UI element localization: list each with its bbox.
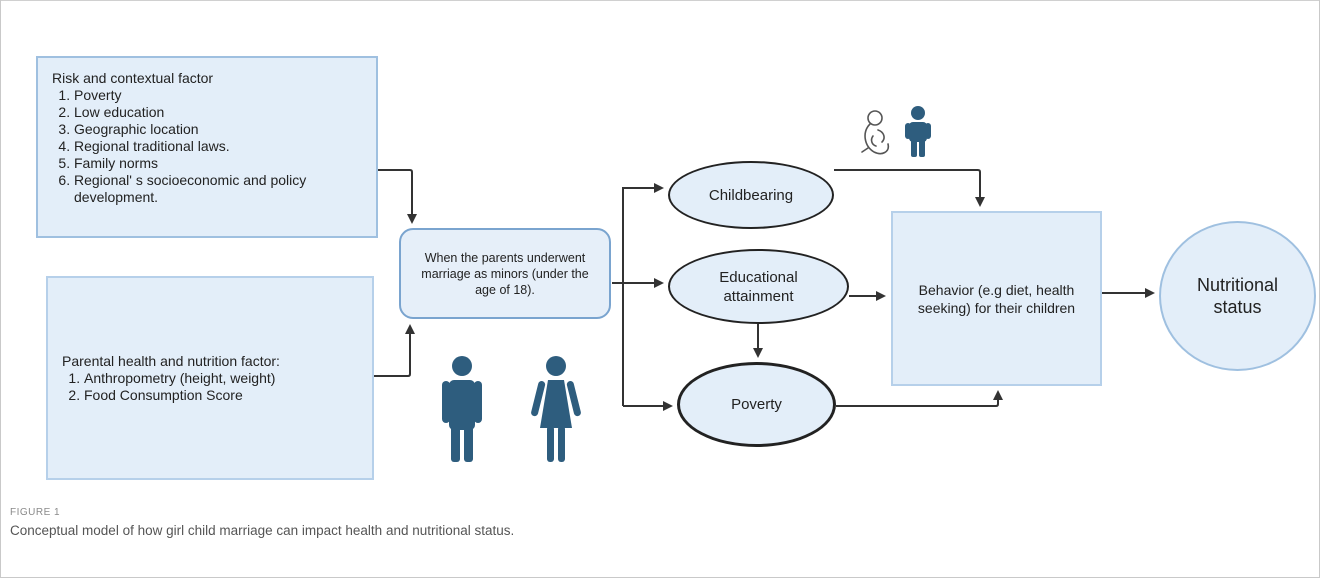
child-icon (905, 106, 931, 157)
parental-factor-box: Parental health and nutrition factor: An… (46, 276, 374, 480)
arrow-risk-to-minors (378, 169, 417, 224)
behavior-box: Behavior (e.g diet, health seeking) for … (891, 211, 1102, 386)
parental-factor-list: Anthropometry (height, weight) Food Cons… (62, 370, 362, 404)
risk-factor-item: Regional traditional laws. (74, 138, 366, 155)
parental-factor-item: Anthropometry (height, weight) (84, 370, 362, 387)
arrow-poverty-to-behavior (836, 390, 1003, 407)
top-border (0, 0, 1320, 1)
risk-factor-item: Family norms (74, 155, 366, 172)
child-marriage-box: When the parents underwent marriage as m… (399, 228, 611, 319)
risk-factor-item: Regional' s socioeconomic and policy dev… (74, 172, 366, 206)
poverty-label: Poverty (731, 396, 782, 413)
arrow-parental-to-minors (374, 324, 415, 377)
risk-factor-item: Low education (74, 104, 366, 121)
parental-factor-item: Food Consumption Score (84, 387, 362, 404)
figure-caption: Conceptual model of how girl child marri… (10, 523, 515, 538)
risk-factor-item: Poverty (74, 87, 366, 104)
woman-icon (531, 356, 581, 462)
risk-factor-list: Poverty Low education Geographic locatio… (52, 87, 366, 206)
risk-factor-box: Risk and contextual factor Poverty Low e… (36, 56, 378, 238)
nutritional-status-node: Nutritional status (1159, 221, 1316, 371)
child-marriage-text: When the parents underwent marriage as m… (421, 250, 589, 297)
poverty-node: Poverty (677, 362, 836, 447)
educational-attainment-label: Educational attainment (719, 268, 798, 305)
childbearing-node: Childbearing (668, 161, 834, 229)
educational-attainment-node: Educational attainment (668, 249, 849, 324)
man-icon (442, 356, 482, 462)
risk-factor-item: Geographic location (74, 121, 366, 138)
childbearing-label: Childbearing (708, 186, 794, 204)
parental-factor-title: Parental health and nutrition factor: (62, 352, 280, 369)
risk-factor-title: Risk and contextual factor (52, 70, 214, 86)
figure-label: FIGURE 1 (10, 507, 61, 518)
arrow-branch-to-childbearing (622, 183, 664, 406)
arrow-childbearing-to-behavior (834, 169, 985, 207)
fetus-icon (861, 110, 890, 155)
nutritional-status-label: Nutritional status (1196, 275, 1279, 317)
behavior-text: Behavior (e.g diet, health seeking) for … (917, 281, 1076, 316)
